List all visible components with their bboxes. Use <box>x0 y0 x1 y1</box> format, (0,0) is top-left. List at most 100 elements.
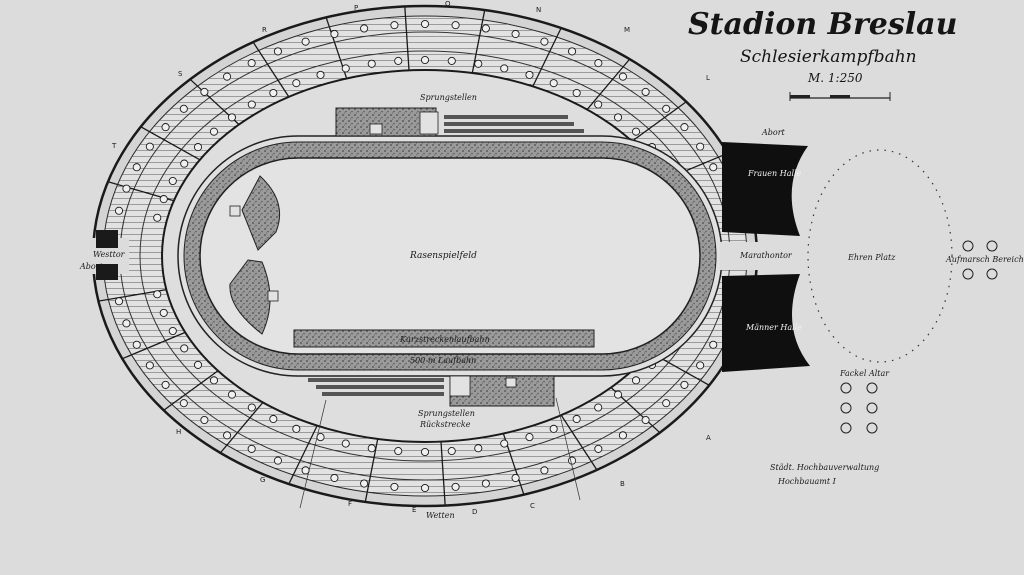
west-gate-block <box>96 230 118 248</box>
right-pillars-label: Aufmarsch Bereich <box>945 255 1024 264</box>
stand-column <box>179 104 188 113</box>
stand-column <box>641 415 650 425</box>
sector-letter: O <box>445 0 451 8</box>
jumps-top-label: Sprungstellen <box>420 93 477 102</box>
leader-line-left <box>299 399 327 509</box>
stand-column <box>367 444 376 453</box>
stand-column <box>511 29 520 39</box>
jumps-bottom-label: Sprungstellen <box>418 409 475 418</box>
plan-subtitle: Schlesierkampfbahn <box>740 47 917 67</box>
stand-column <box>179 399 188 408</box>
women-hall <box>722 142 808 236</box>
stand-division-line <box>586 58 631 110</box>
stand-division-line <box>560 414 598 471</box>
stand-column <box>641 87 650 97</box>
stand-column <box>613 390 623 399</box>
stand-division-line <box>471 9 486 74</box>
credit-line-1: Städt. Hochbauverwaltung <box>770 463 879 472</box>
sector-letter: M <box>624 26 630 34</box>
stand-column <box>145 361 154 370</box>
stand-column <box>540 37 549 46</box>
stand-column <box>247 444 256 453</box>
throwing-sectors <box>229 175 281 335</box>
stand-column <box>273 47 282 56</box>
stand-column <box>114 297 124 306</box>
stand-column <box>159 195 168 204</box>
stand-column <box>474 59 483 68</box>
sector-letter: C <box>530 502 535 510</box>
jump-area-top <box>335 107 584 137</box>
small-note-bottom: Rückstrecke <box>419 420 471 429</box>
infield <box>177 135 723 377</box>
stand-column <box>292 79 301 88</box>
sector-letter: H <box>176 428 181 436</box>
stand-column <box>525 433 534 442</box>
honor-square-label: Ehren Platz <box>847 253 896 262</box>
stand-column <box>390 482 399 491</box>
stand-column <box>420 447 430 457</box>
west-gate-side-label: Abort <box>79 262 104 271</box>
stand-division-line <box>364 438 379 503</box>
stand-column <box>474 444 483 453</box>
marathon-gate-gap <box>720 242 760 270</box>
stand-column <box>168 176 177 186</box>
stand-column <box>161 380 170 389</box>
stand-column <box>594 403 603 412</box>
leader-line-right <box>555 397 581 501</box>
women-hall-label: Frauen Halle <box>747 169 802 178</box>
stand-column <box>132 340 141 349</box>
stand-column <box>572 414 581 424</box>
stand-column <box>394 56 403 65</box>
stand-column <box>662 399 671 408</box>
sector-letter: N <box>536 6 541 14</box>
stand-division-line <box>440 441 446 506</box>
stand-column <box>568 456 577 465</box>
stand-column <box>420 55 430 65</box>
bottom-note: Wetten <box>426 511 455 520</box>
stand-column <box>594 100 603 109</box>
stand-column <box>223 431 232 440</box>
right-pillars <box>962 240 998 280</box>
stand-column <box>500 439 509 448</box>
stand-column <box>273 456 282 465</box>
stand-division-line <box>122 331 186 360</box>
stand-column <box>161 123 170 132</box>
altar-pillars <box>840 382 878 434</box>
stand-column <box>209 127 219 136</box>
stand-column <box>193 143 203 152</box>
sector-letter: D <box>472 508 477 516</box>
sector-letter: F <box>348 500 352 508</box>
sector-letter: S <box>178 70 183 78</box>
stand-column <box>447 447 456 456</box>
stand-column <box>394 447 403 456</box>
stand-column <box>200 415 209 425</box>
stand-column <box>301 37 310 46</box>
sector-letter: E <box>412 506 416 514</box>
west-gate-block-lower <box>96 264 118 280</box>
stand-column <box>451 21 460 30</box>
stand-column <box>132 163 141 172</box>
plan-scale: M. 1:250 <box>807 71 863 85</box>
stand-column <box>200 87 209 97</box>
sector-letter: B <box>620 480 625 488</box>
marathon-gate-label: Marathontor <box>739 251 793 260</box>
stand-column <box>153 290 162 299</box>
stand-division-line <box>288 425 318 485</box>
stand-column <box>227 390 237 399</box>
stand-column <box>594 59 603 68</box>
stand-column <box>145 142 154 151</box>
sector-letter: A <box>706 434 711 442</box>
stand-division-line <box>631 101 687 142</box>
stand-column <box>511 473 520 483</box>
stand-division-line <box>404 6 410 71</box>
stand-column <box>153 213 162 222</box>
stand-column <box>549 424 558 433</box>
sprint-track-label: Kurzstreckenlaufbahn <box>399 335 490 344</box>
stand-column <box>223 72 232 81</box>
sector-letter: P <box>354 4 358 12</box>
stand-column <box>572 88 581 98</box>
stand-column <box>390 21 399 30</box>
stand-column <box>447 56 456 65</box>
